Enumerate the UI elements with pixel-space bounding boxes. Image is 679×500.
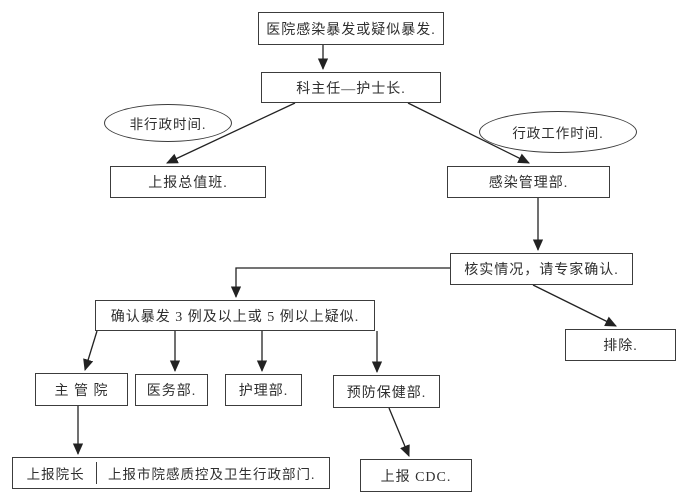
edge-verify-to-confirm	[230, 267, 450, 299]
condition-admin-work-time-label: 行政工作时间.	[512, 126, 604, 141]
node-medical-affairs-dept-label: 医务部.	[146, 384, 197, 399]
node-medical-affairs-dept: 医务部.	[135, 374, 208, 406]
node-director-label: 科主任—护士长.	[296, 81, 406, 97]
edge-director-to-infection	[407, 102, 530, 164]
node-verify-expert-confirm-label: 核实情况，请专家确认.	[464, 263, 619, 278]
node-infection-management-dept-label: 感染管理部.	[488, 176, 569, 191]
condition-admin-work-time: 行政工作时间.	[479, 111, 637, 153]
edge-confirm-to-charge	[83, 330, 98, 371]
node-confirm-outbreak-cases: 确认暴发 3 例及以上或 5 例以上疑似.	[95, 300, 375, 331]
edge-director-to-duty	[166, 102, 296, 164]
node-exclude: 排除.	[565, 329, 676, 361]
condition-non-admin-time: 非行政时间.	[104, 104, 232, 142]
condition-non-admin-time-label: 非行政时间.	[129, 117, 207, 132]
node-charge-president-label: 主 管 院	[54, 383, 109, 399]
edge-verify-to-exclude	[532, 284, 617, 327]
node-infection-management-dept: 感染管理部.	[447, 166, 610, 198]
node-report-municipal-label: 上报市院感质控及卫生行政部门.	[107, 467, 316, 482]
node-outbreak: 医院感染暴发或疑似暴发.	[258, 12, 444, 45]
node-report-president-and-municipal: 上报院长 上报市院感质控及卫生行政部门.	[12, 457, 330, 489]
node-report-cdc: 上报 CDC.	[360, 459, 472, 492]
node-director-head-nurse: 科主任—护士长.	[261, 72, 441, 103]
node-charge-president: 主 管 院	[35, 373, 128, 406]
divider	[95, 462, 97, 484]
edge-prevention-to-cdc	[388, 407, 410, 457]
node-exclude-label: 排除.	[603, 339, 638, 354]
node-report-cdc-label: 上报 CDC.	[380, 469, 452, 485]
node-prevention-healthcare-dept-label: 预防保健部.	[346, 385, 427, 401]
node-confirm-outbreak-cases-label: 确认暴发 3 例及以上或 5 例以上疑似.	[110, 309, 360, 325]
node-outbreak-label: 医院感染暴发或疑似暴发.	[266, 22, 436, 38]
node-report-general-duty-label: 上报总值班.	[148, 176, 228, 191]
node-nursing-dept: 护理部.	[225, 374, 302, 406]
node-prevention-healthcare-dept: 预防保健部.	[333, 375, 440, 408]
node-report-general-duty: 上报总值班.	[110, 166, 266, 198]
node-report-president-label: 上报院长	[26, 467, 85, 482]
node-nursing-dept-label: 护理部.	[238, 384, 289, 399]
node-verify-expert-confirm: 核实情况，请专家确认.	[450, 253, 633, 285]
